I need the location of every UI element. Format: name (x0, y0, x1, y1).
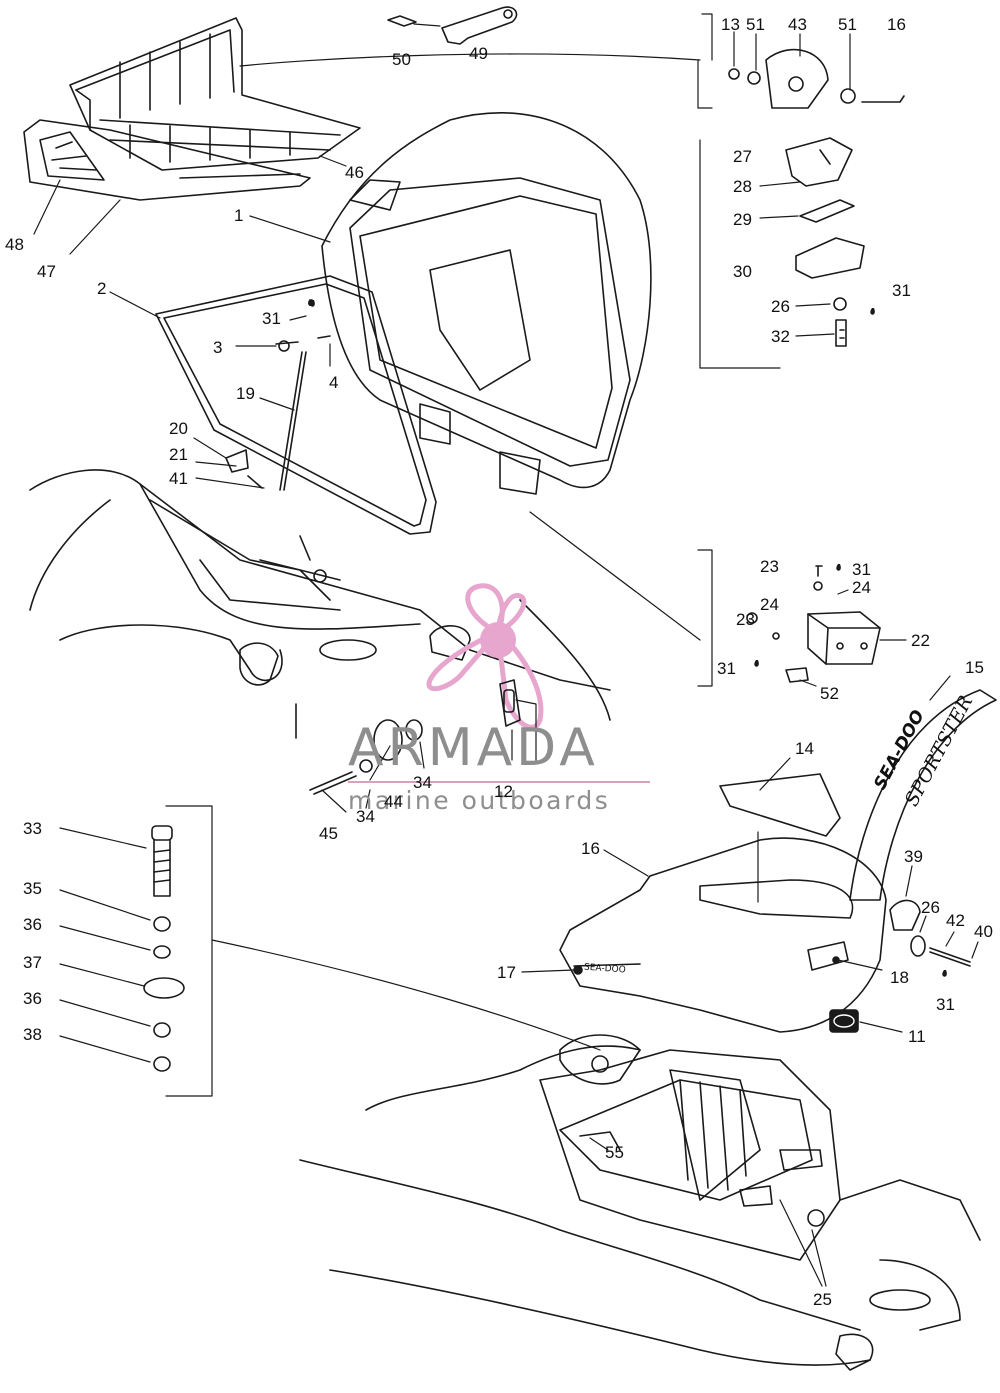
callout-31-d: 31 (717, 659, 736, 678)
callout-14: 14 (795, 739, 814, 758)
callout-23: 23 (760, 557, 779, 576)
callout-11: 11 (908, 1027, 926, 1046)
callout-37: 37 (23, 953, 42, 972)
rear-cover-16 (559, 837, 887, 1033)
callout-26: 26 (771, 297, 790, 316)
callout-52: 52 (820, 684, 839, 703)
callout-34-b: 34 (356, 807, 375, 826)
callout-28: 28 (733, 177, 752, 196)
callout-48: 48 (5, 235, 24, 254)
callout-22: 22 (911, 631, 930, 650)
callout-34: 34 (413, 773, 432, 792)
callout-20: 20 (169, 419, 188, 438)
leader-lines (33, 13, 979, 1287)
callout-18: 18 (890, 968, 909, 987)
callout-36-b: 36 (23, 989, 42, 1008)
bolt-50 (387, 15, 417, 27)
storage-tray-46 (69, 17, 361, 171)
latch-kit-27-32 (785, 137, 865, 347)
hinge-arm-49 (441, 6, 518, 45)
cover-gasket-2 (155, 275, 437, 535)
callout-16-b: 16 (581, 839, 600, 858)
callout-40: 40 (974, 922, 993, 941)
hull-deck (29, 469, 611, 721)
callout-55: 55 (605, 1143, 624, 1162)
callout-31-c: 31 (852, 560, 871, 579)
bracket-22 (746, 565, 881, 683)
propeller-logo-icon (426, 583, 544, 730)
callout-1: 1 (234, 206, 244, 225)
stay-rod-19 (279, 351, 307, 491)
callout-51: 51 (746, 15, 765, 34)
callout-47: 47 (37, 262, 56, 281)
callout-21: 21 (169, 445, 188, 464)
tray-liner-47 (23, 119, 311, 201)
adhesive-drop-icons (310, 300, 947, 977)
callout-17: 17 (497, 963, 516, 982)
callout-16: 16 (887, 15, 906, 34)
clip-12 (499, 679, 521, 727)
callout-29: 29 (733, 210, 752, 229)
callout-31-b: 31 (262, 309, 281, 328)
callout-24: 24 (852, 578, 871, 597)
tray-strip (179, 173, 301, 179)
callout-33: 33 (23, 819, 42, 838)
decal-stripe-15 (849, 689, 997, 901)
callout-26-b: 26 (921, 898, 940, 917)
watermark-title: ARMADA (348, 718, 599, 778)
callout-35: 35 (23, 879, 42, 898)
callout-36: 36 (23, 915, 42, 934)
callout-50: 50 (392, 50, 411, 69)
callout-27: 27 (733, 147, 752, 166)
callout-49: 49 (469, 44, 488, 63)
emblem-11 (829, 1009, 859, 1033)
rear-hull (299, 1034, 981, 1371)
storage-cover-1 (321, 112, 652, 495)
callout-31: 31 (892, 281, 911, 300)
callout-13: 13 (721, 15, 740, 34)
stud-kit-33-38 (143, 825, 185, 1072)
screw-45 (309, 759, 373, 795)
watermark-subtitle: marine outboards (348, 786, 611, 815)
callout-45: 45 (319, 824, 338, 843)
decal-14 (719, 773, 841, 837)
callout-41: 41 (169, 469, 188, 488)
callout-38: 38 (23, 1025, 42, 1044)
callout-42: 42 (946, 911, 965, 930)
callout-51-b: 51 (838, 15, 857, 34)
callout-2: 2 (97, 279, 107, 298)
callout-32: 32 (771, 327, 790, 346)
hinge-plate-43 (728, 48, 905, 109)
callout-43: 43 (788, 15, 807, 34)
bumper-39-40-42 (889, 899, 971, 967)
callout-25: 25 (813, 1290, 832, 1309)
callout-3: 3 (213, 338, 223, 357)
latch-20-21 (225, 449, 263, 489)
callout-44: 44 (384, 792, 403, 811)
callout-4: 4 (329, 373, 339, 392)
screw-17 (573, 965, 583, 975)
pivot-3-4 (275, 299, 331, 352)
callout-15: 15 (965, 658, 984, 677)
callout-12: 12 (494, 782, 513, 801)
bumper-44 (373, 719, 423, 761)
callout-23-b: 23 (736, 610, 755, 629)
callout-46: 46 (345, 163, 364, 182)
callout-39: 39 (904, 847, 923, 866)
callout-30: 30 (733, 262, 752, 281)
callout-31-e: 31 (936, 995, 955, 1014)
watermark-divider (348, 781, 650, 783)
callout-19: 19 (236, 384, 255, 403)
callout-24-b: 24 (760, 595, 779, 614)
